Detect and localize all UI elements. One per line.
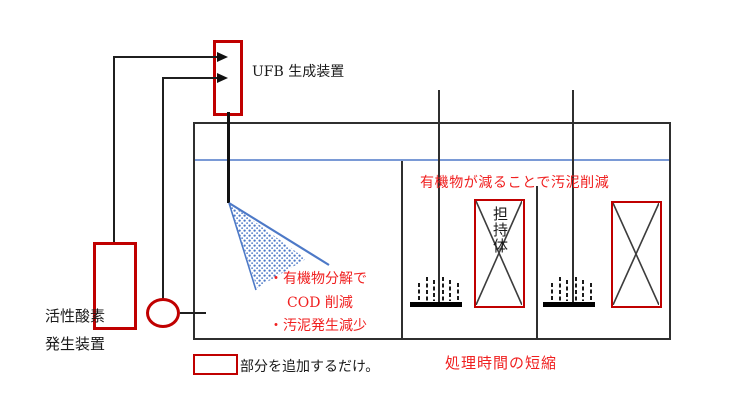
benefit-bullet-3: ・汚泥発生減少 [269, 318, 367, 334]
feed-line-2-horizontal [162, 77, 218, 79]
partition-wall-1 [401, 161, 403, 339]
diffuser-pipe-2 [572, 90, 574, 304]
bubble-spray-fan [229, 203, 306, 288]
carrier-box-2 [611, 201, 662, 308]
feed-line-1-vertical [113, 56, 115, 242]
diffuser-2 [543, 277, 595, 307]
treatment-time-note: 処理時間の短縮 [445, 354, 558, 372]
bubble-spray-left-edge [228, 202, 257, 291]
ufb-inlet-pipe [227, 112, 230, 203]
partition-wall-2 [536, 186, 538, 339]
feed-line-2-vertical [162, 77, 164, 299]
oxygen-device-label: 活性酸素 発生装置 [45, 302, 105, 358]
feed-line-2-arrowhead-icon [217, 73, 228, 83]
water-surface-line [195, 159, 669, 161]
benefit-bullet-2: COD 削減 [287, 295, 353, 311]
oxygen-device-box [93, 242, 137, 330]
diffuser-2-base-bar [543, 302, 595, 307]
bubble-spray [228, 202, 330, 291]
benefit-bullet-1: ・有機物分解で [269, 271, 367, 287]
diffuser-1-base-bar [410, 302, 462, 307]
feed-line-1-arrowhead-icon [217, 52, 228, 62]
carrier-box-2-cross [613, 203, 659, 305]
carrier-cross-line [476, 201, 522, 305]
oxygen-device-label-line1: 活性酸素 [45, 307, 106, 325]
pump-outlet-line [180, 312, 206, 314]
carrier-box-1: 担持体 [474, 199, 525, 308]
bubble-spray-right-edge [228, 202, 330, 266]
diffuser-1 [410, 277, 462, 307]
diffuser-pipe-1 [438, 90, 440, 304]
legend-swatch-box [193, 354, 238, 375]
ufb-generator-label: UFB 生成装置 [252, 64, 345, 80]
carrier-label: 担持体 [491, 206, 509, 254]
feed-line-1-horizontal [113, 56, 218, 58]
sludge-reduction-note: 有機物が減ることで汚泥削減 [420, 175, 610, 191]
pump-circle [146, 298, 180, 328]
carrier-box-1-cross [476, 201, 522, 305]
oxygen-device-label-line2: 発生装置 [45, 335, 106, 353]
carrier-cross-line [613, 203, 659, 305]
legend-note: 部分を追加するだけ。 [240, 359, 380, 375]
